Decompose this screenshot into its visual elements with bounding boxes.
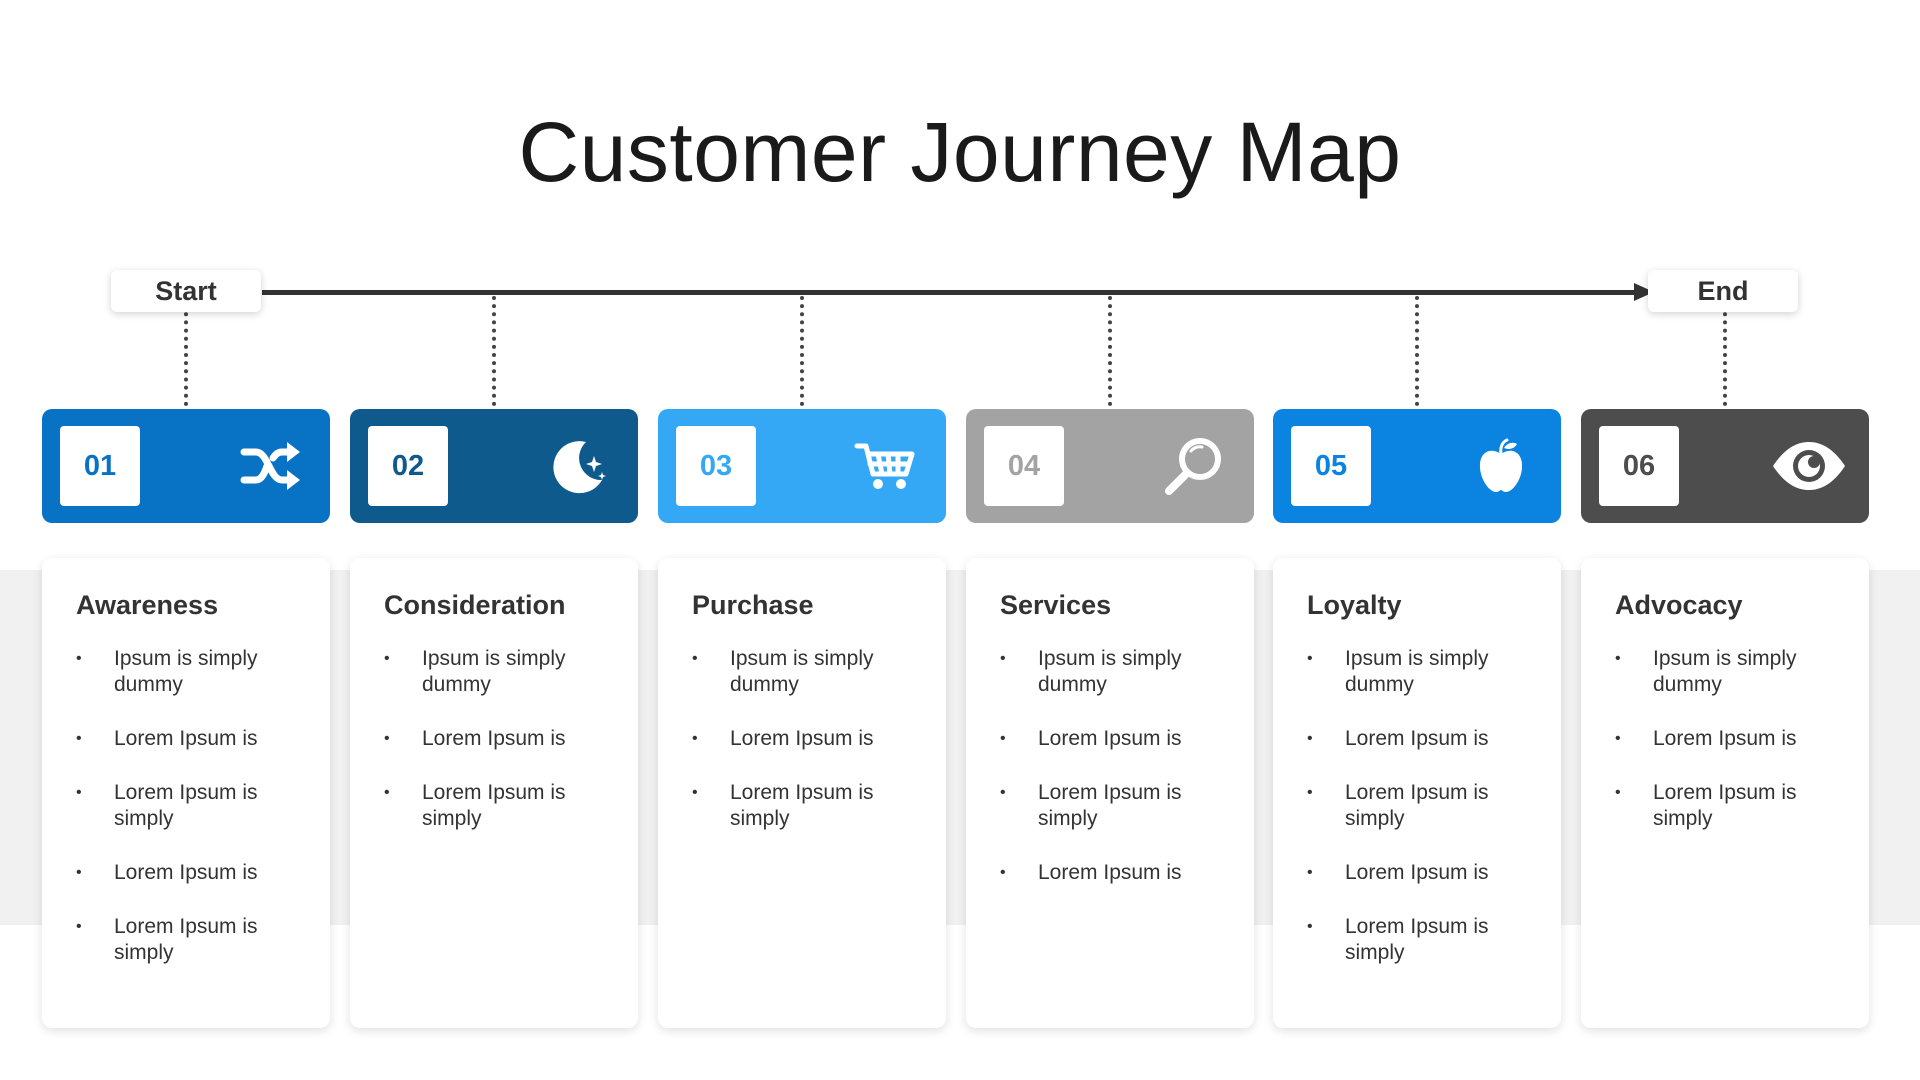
bullet-item: Lorem Ipsum is simply: [1615, 780, 1839, 832]
timeline-start-label: Start: [111, 270, 261, 312]
bullet-item: Ipsum is simply dummy: [384, 646, 608, 698]
stage-card-purchase: Purchase Ipsum is simply dummy Lorem Ips…: [658, 558, 946, 1028]
bullet-item: Ipsum is simply dummy: [1307, 646, 1531, 698]
eye-icon: [1771, 434, 1847, 498]
stage-title: Loyalty: [1307, 590, 1402, 620]
stage-card-awareness: Awareness Ipsum is simply dummy Lorem Ip…: [42, 558, 330, 1028]
shuffle-icon: [238, 434, 302, 498]
bullet-list: Ipsum is simply dummy Lorem Ipsum is Lor…: [692, 646, 916, 832]
connector-03: [800, 296, 804, 406]
bullet-item: Ipsum is simply dummy: [1000, 646, 1224, 698]
bullet-item: Lorem Ipsum is: [1000, 726, 1224, 752]
bullet-item: Lorem Ipsum is: [1000, 860, 1224, 886]
stage-number: 02: [368, 426, 448, 506]
bullet-item: Lorem Ipsum is simply: [76, 914, 300, 966]
shopping-cart-icon: [854, 434, 918, 498]
bullet-item: Lorem Ipsum is: [1615, 726, 1839, 752]
bullet-item: Lorem Ipsum is simply: [76, 780, 300, 832]
stage-header-06: 06: [1581, 409, 1869, 523]
stage-header-04: 04: [966, 409, 1254, 523]
bullet-item: Lorem Ipsum is simply: [1307, 914, 1531, 966]
moon-stars-icon: [546, 434, 610, 498]
bullet-item: Lorem Ipsum is simply: [1000, 780, 1224, 832]
connector-06: [1723, 296, 1727, 406]
stage-card-advocacy: Advocacy Ipsum is simply dummy Lorem Ips…: [1581, 558, 1869, 1028]
stage-number: 05: [1291, 426, 1371, 506]
stage-number: 06: [1599, 426, 1679, 506]
apple-icon: [1469, 434, 1533, 498]
stage-header-03: 03: [658, 409, 946, 523]
stage-card-consideration: Consideration Ipsum is simply dummy Lore…: [350, 558, 638, 1028]
bullet-item: Lorem Ipsum is: [384, 726, 608, 752]
bullet-item: Ipsum is simply dummy: [1615, 646, 1839, 698]
bullet-list: Ipsum is simply dummy Lorem Ipsum is Lor…: [76, 646, 300, 966]
magnifier-icon: [1162, 434, 1226, 498]
stage-title: Purchase: [692, 590, 814, 620]
bullet-item: Ipsum is simply dummy: [76, 646, 300, 698]
connector-04: [1108, 296, 1112, 406]
stage-number: 03: [676, 426, 756, 506]
page-title: Customer Journey Map: [518, 105, 1402, 199]
bullet-item: Ipsum is simply dummy: [692, 646, 916, 698]
bullet-item: Lorem Ipsum is: [1307, 726, 1531, 752]
stage-header-05: 05: [1273, 409, 1561, 523]
stage-number: 01: [60, 426, 140, 506]
connector-02: [492, 296, 496, 406]
bullet-list: Ipsum is simply dummy Lorem Ipsum is Lor…: [1000, 646, 1224, 886]
bullet-item: Lorem Ipsum is: [1307, 860, 1531, 886]
bullet-item: Lorem Ipsum is: [692, 726, 916, 752]
bullet-list: Ipsum is simply dummy Lorem Ipsum is Lor…: [1307, 646, 1531, 966]
timeline-end-label: End: [1648, 270, 1798, 312]
bullet-item: Lorem Ipsum is simply: [384, 780, 608, 832]
stage-card-loyalty: Loyalty Ipsum is simply dummy Lorem Ipsu…: [1273, 558, 1561, 1028]
bullet-item: Lorem Ipsum is: [76, 860, 300, 886]
connector-01: [184, 296, 188, 406]
bullet-list: Ipsum is simply dummy Lorem Ipsum is Lor…: [1615, 646, 1839, 832]
stage-header-01: 01: [42, 409, 330, 523]
stage-header-02: 02: [350, 409, 638, 523]
stage-title: Consideration: [384, 590, 566, 620]
bullet-item: Lorem Ipsum is: [76, 726, 300, 752]
stage-title: Awareness: [76, 590, 219, 620]
bullet-list: Ipsum is simply dummy Lorem Ipsum is Lor…: [384, 646, 608, 832]
stage-number: 04: [984, 426, 1064, 506]
bullet-item: Lorem Ipsum is simply: [1307, 780, 1531, 832]
stage-title: Advocacy: [1615, 590, 1743, 620]
bullet-item: Lorem Ipsum is simply: [692, 780, 916, 832]
connector-05: [1415, 296, 1419, 406]
timeline-line: [262, 290, 1638, 295]
stage-title: Services: [1000, 590, 1112, 620]
stage-card-services: Services Ipsum is simply dummy Lorem Ips…: [966, 558, 1254, 1028]
